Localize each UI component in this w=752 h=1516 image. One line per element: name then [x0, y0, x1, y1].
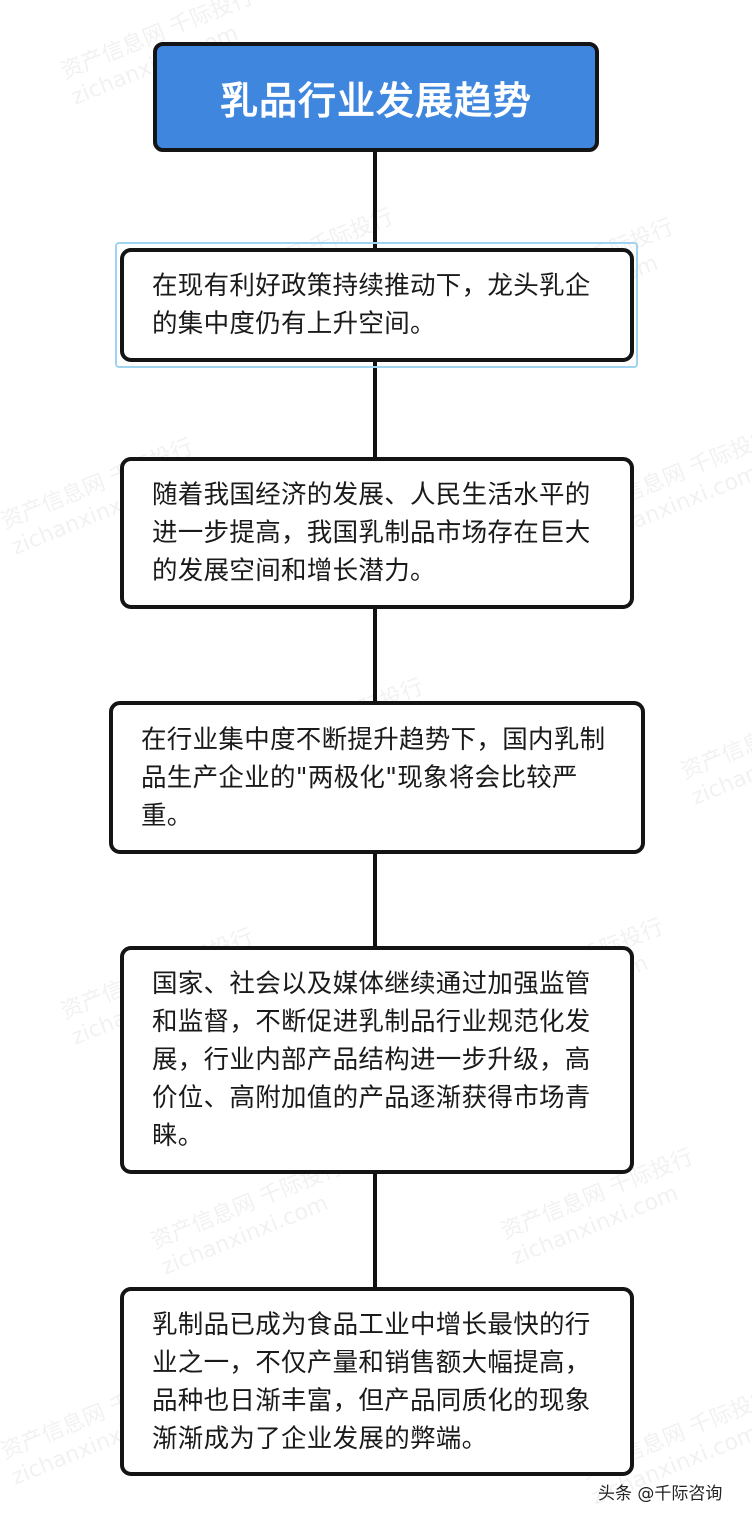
flow-node-4[interactable]: 国家、社会以及媒体继续通过加强监管和监督，不断促进乳制品行业规范化发展，行业内部…: [120, 946, 634, 1174]
selection-outline: [115, 242, 638, 368]
diagram-title: 乳品行业发展趋势: [219, 78, 532, 123]
node-text: 在现有利好政策持续推动下，龙头乳企的集中度仍有上升空间。: [152, 271, 591, 339]
connector-line: [373, 150, 377, 250]
flow-node-2[interactable]: 随着我国经济的发展、人民生活水平的进一步提高，我国乳制品市场存在巨大的发展空间和…: [120, 457, 634, 609]
source-attribution: 头条 @千际咨询: [598, 1484, 723, 1504]
root-node[interactable]: 乳品行业发展趋势: [153, 42, 599, 152]
node-text: 乳制品已成为食品工业中增长最快的行业之一，不仅产量和销售额大幅提高，品种也日渐丰…: [152, 1309, 591, 1454]
node-text: 在行业集中度不断提升趋势下，国内乳制品生产企业的"两极化"现象将会比较严重。: [141, 724, 606, 831]
connector-line: [373, 360, 377, 460]
flow-node-5[interactable]: 乳制品已成为食品工业中增长最快的行业之一，不仅产量和销售额大幅提高，品种也日渐丰…: [120, 1287, 634, 1476]
flow-node-1[interactable]: 在现有利好政策持续推动下，龙头乳企的集中度仍有上升空间。: [120, 248, 634, 362]
connector-line: [373, 1172, 377, 1290]
connector-line: [373, 851, 377, 949]
node-text: 随着我国经济的发展、人民生活水平的进一步提高，我国乳制品市场存在巨大的发展空间和…: [152, 480, 591, 586]
node-text: 国家、社会以及媒体继续通过加强监管和监督，不断促进乳制品行业规范化发展，行业内部…: [152, 969, 591, 1151]
connector-line: [373, 606, 377, 704]
flow-node-3[interactable]: 在行业集中度不断提升趋势下，国内乳制品生产企业的"两极化"现象将会比较严重。: [109, 701, 645, 854]
